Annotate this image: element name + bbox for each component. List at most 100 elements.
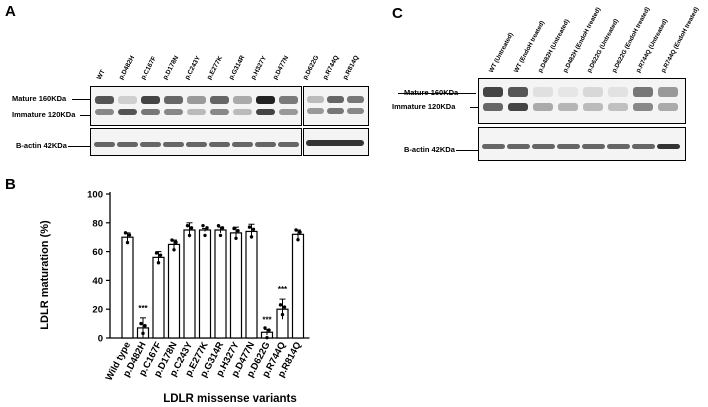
- blot-band: [533, 103, 553, 111]
- panel-c-immature-label: Immature 120KDa: [392, 102, 455, 111]
- data-point: [249, 235, 254, 239]
- data-point: [187, 233, 192, 238]
- blot-band: [327, 108, 344, 114]
- immature-text: Immature: [392, 102, 426, 111]
- significance-marker: ***: [262, 315, 272, 324]
- data-point: [294, 228, 298, 232]
- data-point: [170, 238, 174, 242]
- blot-band: [307, 108, 324, 114]
- data-point: [205, 226, 209, 230]
- data-point: [201, 223, 205, 228]
- panel-c-immature-marker: [470, 107, 478, 108]
- bar: [214, 229, 227, 339]
- panel-c-lane-label: p.R744Q (EndoH treated): [659, 6, 700, 75]
- panel-a-lane-label: p.C243Y: [183, 55, 203, 81]
- panel-label-a: A: [5, 3, 16, 20]
- blot-band: [533, 87, 553, 97]
- data-point: [139, 321, 143, 326]
- blot-band: [558, 87, 578, 97]
- panel-a-mature-label: Mature 160KDa: [12, 94, 66, 103]
- significance-marker: ***: [278, 285, 288, 294]
- data-point: [236, 229, 240, 233]
- blot-band: [118, 109, 137, 115]
- panel-a-actin-label: B-actin 42KDa: [16, 141, 67, 150]
- blot-band: [256, 109, 275, 115]
- blot-band: [658, 103, 678, 111]
- blot-band: [187, 109, 206, 115]
- data-point: [218, 233, 223, 238]
- blot-band: [483, 103, 503, 111]
- blot-band: [658, 87, 678, 97]
- panel-a-ldlr-blot-left: [90, 86, 302, 126]
- blot-band: [279, 96, 298, 104]
- data-point: [123, 231, 128, 235]
- panel-c-mature-marker: [398, 93, 476, 94]
- data-point: [247, 225, 252, 229]
- panel-c-actin-marker: [456, 150, 478, 151]
- y-tick-label: 60: [92, 247, 103, 258]
- immature-text: Immature: [12, 110, 46, 119]
- blot-band: [95, 109, 114, 115]
- blot-band: [232, 142, 253, 147]
- panel-c-ldlr-blot: [478, 78, 686, 124]
- panel-a-lane-label: p.D622G: [301, 54, 321, 81]
- blot-band: [256, 96, 275, 104]
- panel-a-lane-label: p.E277K: [205, 55, 225, 81]
- blot-band: [94, 142, 115, 147]
- chart-y-axis-label: LDLR maturation (%): [39, 220, 51, 330]
- y-tick-label: 0: [98, 334, 103, 345]
- data-point: [296, 238, 300, 242]
- actin-text: B-actin: [404, 145, 430, 154]
- blot-band: [632, 144, 655, 149]
- data-point: [265, 335, 269, 340]
- bar: [198, 229, 212, 339]
- blot-band: [117, 142, 138, 147]
- panel-a-lane-label: p.H327Y: [249, 55, 269, 81]
- blot-band: [483, 87, 503, 97]
- immature-marker: [80, 115, 90, 116]
- mature-kda: 160KDa: [38, 94, 67, 103]
- panel-a-lane-label: p.R814Q: [341, 54, 361, 81]
- data-point: [172, 248, 176, 252]
- data-point: [125, 240, 130, 245]
- panel-a-lane-label: p.C167F: [139, 55, 158, 81]
- panel-a-actin-blot-right: [303, 128, 369, 156]
- blot-band: [557, 144, 580, 149]
- panel-a-ldlr-blot-right: [303, 86, 369, 126]
- blot-band: [607, 144, 630, 149]
- data-point: [282, 305, 287, 309]
- chart-x-axis-label: LDLR missense variants: [163, 393, 297, 405]
- panel-a-lane-label: p.D477N: [271, 54, 291, 81]
- bar: [183, 229, 196, 339]
- bar: [152, 256, 165, 339]
- data-point: [174, 240, 178, 244]
- panel-a-lane-label: p.D178N: [161, 54, 181, 81]
- data-point: [127, 233, 132, 237]
- blot-band: [164, 96, 183, 104]
- blot-band: [633, 103, 653, 111]
- panel-a-lane-label: p.D482H: [117, 54, 137, 81]
- panel-a-immature-label: Immature 120KDa: [12, 110, 75, 119]
- data-point: [251, 227, 256, 231]
- blot-band: [327, 96, 344, 103]
- blot-band: [278, 142, 299, 147]
- blot-band: [255, 142, 276, 147]
- blot-band: [279, 109, 298, 115]
- blot-band: [141, 109, 160, 115]
- bar: [245, 230, 258, 339]
- blot-band: [186, 142, 207, 147]
- blot-band: [608, 87, 628, 97]
- significance-marker: ***: [138, 304, 148, 313]
- data-point: [189, 226, 194, 230]
- data-point: [263, 326, 267, 330]
- blot-band: [210, 96, 229, 104]
- blot-band: [141, 96, 160, 104]
- panel-label-c: C: [392, 5, 403, 22]
- panel-a-actin-blot-left: [90, 128, 302, 156]
- blot-band: [210, 109, 229, 115]
- blot-band: [347, 96, 364, 103]
- blot-band: [164, 109, 183, 115]
- mature-text: Mature: [12, 94, 37, 103]
